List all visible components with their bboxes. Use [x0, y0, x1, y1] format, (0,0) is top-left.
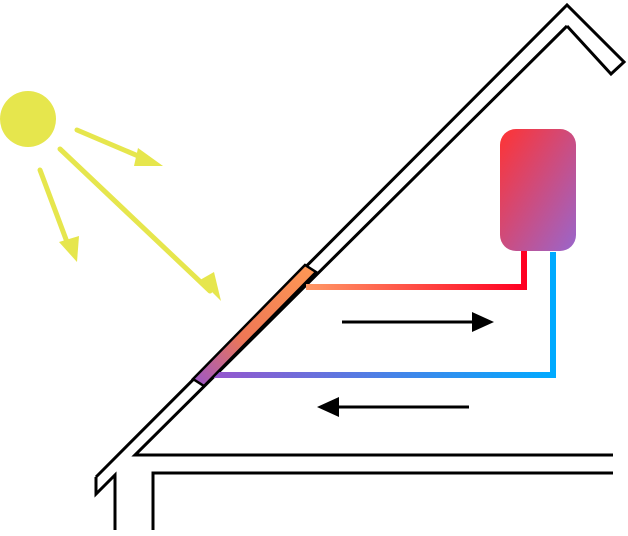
sun-icon: [0, 91, 56, 147]
solar-collector: [191, 263, 318, 388]
roof: [94, 2, 627, 530]
hot-water-tank: [500, 129, 576, 251]
roof-outer-slope: [94, 2, 627, 479]
sun-ray-arrow: [57, 146, 221, 301]
sun-ray-arrow: [74, 127, 163, 166]
ceiling-line: [151, 471, 613, 530]
roof-outer-edge: [94, 471, 117, 530]
cold-pipe: [205, 252, 556, 378]
hot-pipe: [306, 250, 527, 290]
flow-arrow-right: [342, 312, 494, 332]
sun-rays: [37, 127, 221, 301]
sun-ray-arrow: [37, 167, 79, 262]
flow-arrow-left: [317, 397, 469, 417]
roof-inner-slope: [131, 24, 613, 457]
